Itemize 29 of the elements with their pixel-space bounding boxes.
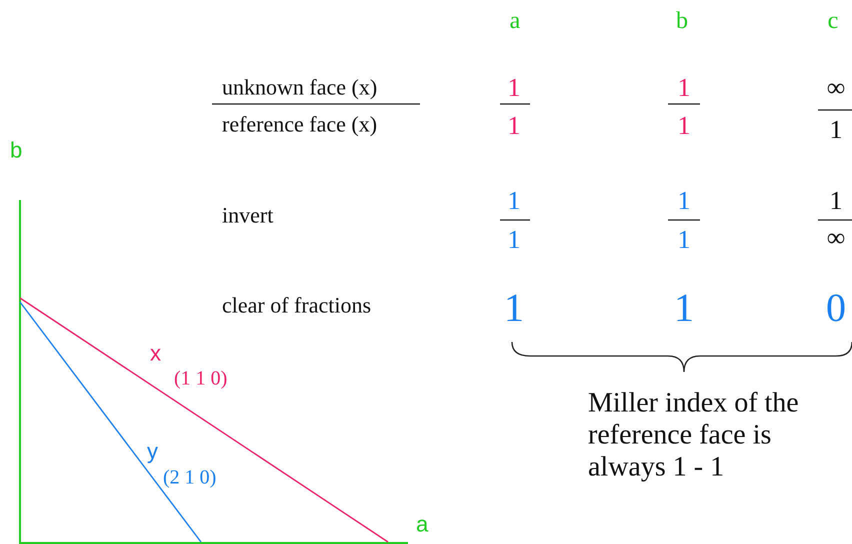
index-digit: 1 [674, 285, 694, 331]
face-label: x [150, 340, 161, 366]
fraction-digit: 1 [678, 111, 690, 141]
note-text: Miller index of the reference face is always 1 - 1 [588, 388, 800, 484]
fraction-digit: 1 [678, 186, 690, 216]
axis-label: b [10, 137, 22, 163]
row-label: unknown face (x) [222, 74, 378, 100]
index-digit: 0 [826, 285, 846, 331]
column-header: c [828, 8, 838, 36]
fraction-digit: 1 [508, 186, 520, 216]
miller-index: (1 1 0) [174, 368, 228, 390]
axis-label: a [416, 511, 428, 537]
index-digit: 1 [504, 285, 524, 331]
column-header: b [676, 8, 688, 36]
fraction-digit: ∞ [826, 223, 846, 253]
column-header: a [510, 8, 520, 36]
row-label: invert [222, 202, 274, 228]
row-label: reference face (x) [222, 111, 378, 137]
fraction-digit: 1 [830, 115, 842, 145]
fraction-digit: ∞ [826, 73, 846, 103]
miller-index: (2 1 0) [163, 466, 216, 490]
fraction-digit: 1 [830, 186, 842, 216]
fraction-digit: 1 [508, 73, 520, 103]
fraction-digit: 1 [678, 73, 690, 103]
fraction-digit: 1 [678, 225, 690, 255]
fraction-digit: 1 [508, 225, 520, 255]
row-label: clear of fractions [222, 292, 372, 318]
face-label: y [147, 438, 158, 464]
fraction-digit: 1 [508, 111, 520, 141]
